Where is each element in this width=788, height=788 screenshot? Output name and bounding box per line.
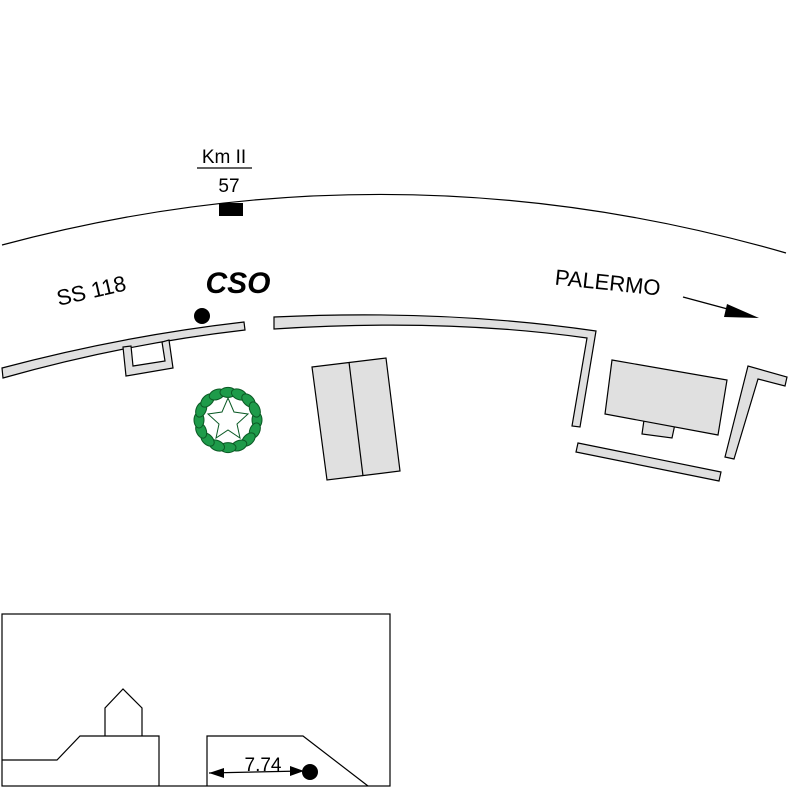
station-label: CSO — [205, 267, 270, 300]
direction-label: PALERMO — [554, 265, 662, 301]
wall-lower-right — [575, 442, 722, 482]
section-left-profile — [2, 735, 160, 786]
section-tower — [104, 688, 143, 736]
km-marker-icon — [219, 203, 243, 216]
section-view: 7.74 — [1, 613, 391, 787]
section-frame — [1, 613, 391, 787]
direction-arrow-icon — [682, 296, 759, 318]
wall-far-right — [724, 365, 788, 460]
building-central — [311, 357, 401, 481]
wall-niche — [122, 339, 174, 377]
km-value: 57 — [218, 176, 239, 197]
section-station-point-icon — [302, 764, 318, 780]
dimension-arrow-icon — [208, 766, 304, 778]
section-right-profile — [206, 735, 369, 787]
tree-icon — [193, 386, 263, 454]
plan-view: Km II 57 SS 118 CSO PALERMO — [1, 147, 788, 482]
km-label: Km II — [202, 147, 246, 168]
station-point-icon — [194, 308, 210, 324]
distance-label: 7.74 — [245, 755, 282, 776]
road-edge-arc — [1, 193, 787, 254]
wall-left — [1, 321, 246, 379]
wall-middle — [273, 314, 597, 428]
road-label: SS 118 — [54, 271, 128, 311]
building-right — [604, 359, 728, 439]
tree-leaf — [248, 401, 261, 418]
